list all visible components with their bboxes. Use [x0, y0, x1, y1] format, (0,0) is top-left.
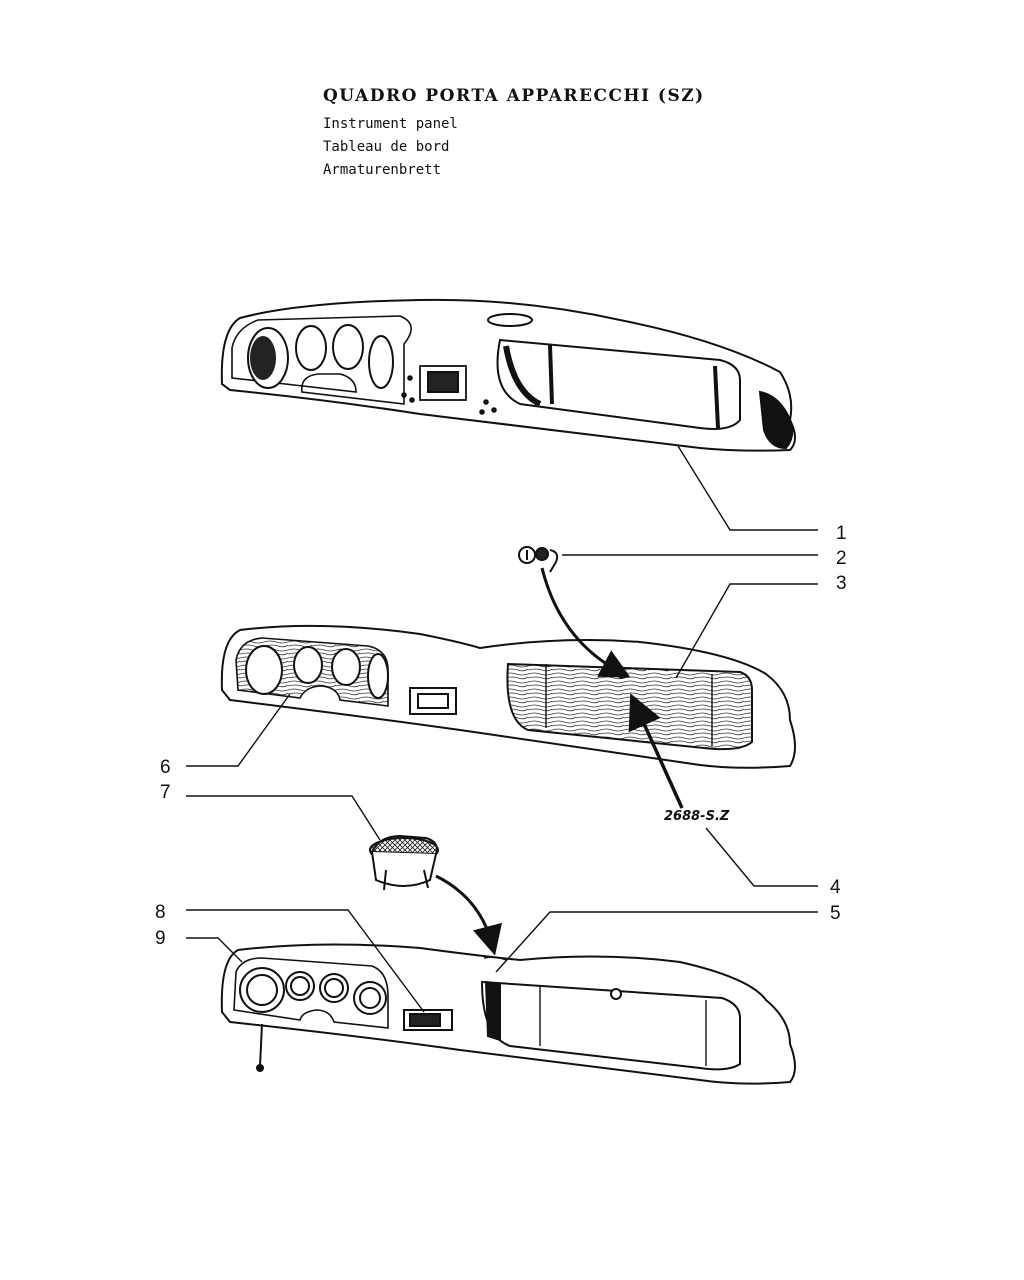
subtitle-german: Armaturenbrett	[323, 162, 442, 178]
subtitle-english: Instrument panel	[323, 116, 458, 132]
leader-3	[675, 583, 818, 679]
dashboard-shell-part-1	[220, 298, 796, 452]
leader-lines	[186, 445, 818, 1013]
callout-8: 8	[155, 902, 166, 923]
callout-1: 1	[836, 523, 847, 544]
callout-2: 2	[836, 548, 847, 569]
part-code-label: 2688-S.Z	[664, 809, 730, 824]
callout-7: 7	[160, 782, 171, 803]
dashboard-complete-assembly	[220, 943, 796, 1085]
arrow-code-to-glovebox	[628, 693, 684, 809]
leader-8	[186, 909, 425, 1013]
callout-3: 3	[836, 573, 847, 594]
leader-4	[705, 827, 818, 887]
callout-6: 6	[160, 757, 171, 778]
arrow-grille-to-dash	[435, 874, 502, 956]
leader-6	[186, 693, 291, 767]
callout-9: 9	[155, 928, 166, 949]
glovebox-lock-part-2	[518, 546, 559, 573]
callout-4: 4	[830, 877, 841, 898]
leader-7	[186, 795, 381, 841]
leader-5	[495, 911, 818, 973]
leader-1	[677, 445, 818, 531]
leader-9	[186, 937, 243, 963]
dashboard-wood-trim-assembly	[220, 624, 796, 769]
callout-5: 5	[830, 903, 841, 924]
page-title: QUADRO PORTA APPARECCHI (SZ)	[323, 86, 705, 106]
defroster-grille-part-7	[369, 834, 439, 891]
subtitle-french: Tableau de bord	[323, 139, 450, 155]
arrow-lock-to-glovebox	[540, 567, 631, 678]
